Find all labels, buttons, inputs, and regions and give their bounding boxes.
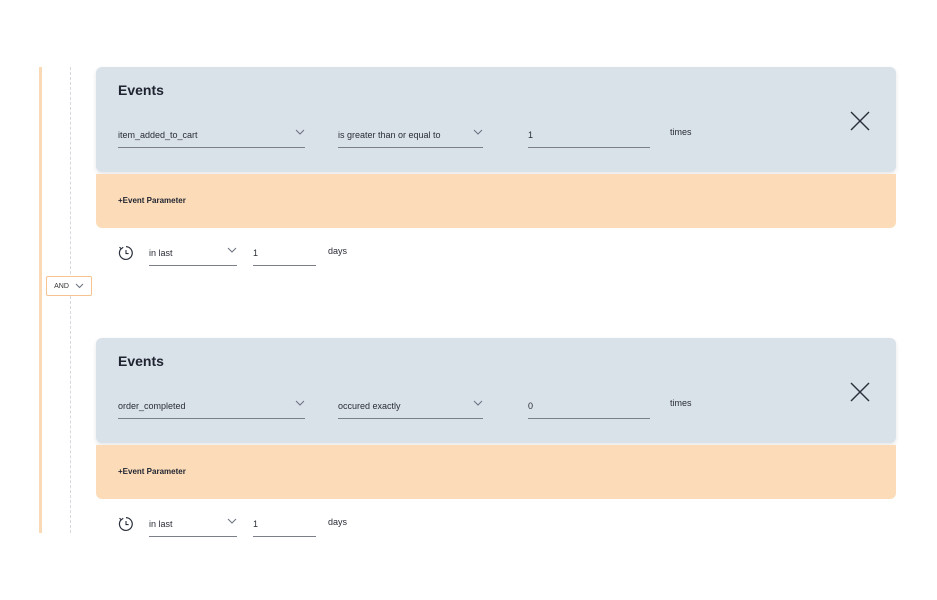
chevron-down-icon: [227, 247, 237, 253]
event-name-select[interactable]: order_completed: [118, 398, 305, 419]
history-clock-icon: [118, 244, 134, 262]
chevron-down-icon: [295, 400, 305, 406]
time-unit-label: days: [328, 246, 348, 256]
and-or-selector[interactable]: AND: [46, 276, 92, 296]
chevron-down-icon: [295, 129, 305, 135]
event-name-value: item_added_to_cart: [118, 130, 198, 140]
group-connector-line: [70, 67, 71, 533]
time-operator-value: in last: [149, 519, 173, 529]
group-rail: [39, 67, 42, 533]
events-panel: Events order_completed occured exactly 0…: [96, 338, 896, 443]
time-value-input[interactable]: 1: [253, 516, 316, 537]
operator-select[interactable]: occured exactly: [338, 398, 483, 419]
event-parameter-panel: +Event Parameter: [96, 174, 896, 228]
chevron-down-icon: [473, 129, 483, 135]
count-unit-label: times: [670, 398, 692, 408]
operator-value: is greater than or equal to: [338, 130, 441, 140]
events-panel: Events item_added_to_cart is greater tha…: [96, 67, 896, 172]
event-parameter-panel: +Event Parameter: [96, 445, 896, 499]
time-unit-label: days: [328, 517, 348, 527]
events-title: Events: [118, 82, 164, 98]
time-value: 1: [253, 248, 259, 258]
events-title: Events: [118, 353, 164, 369]
history-clock-icon: [118, 515, 134, 533]
chevron-down-icon: [473, 400, 483, 406]
chevron-down-icon: [75, 283, 84, 289]
event-name-select[interactable]: item_added_to_cart: [118, 127, 305, 148]
operator-select[interactable]: is greater than or equal to: [338, 127, 483, 148]
operator-value: occured exactly: [338, 401, 401, 411]
count-input[interactable]: 0: [528, 398, 650, 419]
close-icon[interactable]: [848, 380, 872, 404]
time-operator-select[interactable]: in last: [149, 516, 237, 537]
chevron-down-icon: [227, 518, 237, 524]
time-value: 1: [253, 519, 259, 529]
time-operator-select[interactable]: in last: [149, 245, 237, 266]
close-icon[interactable]: [848, 109, 872, 133]
and-or-label: AND: [54, 282, 69, 290]
event-name-value: order_completed: [118, 401, 186, 411]
time-value-input[interactable]: 1: [253, 245, 316, 266]
count-value: 0: [528, 401, 534, 411]
time-operator-value: in last: [149, 248, 173, 258]
count-unit-label: times: [670, 127, 692, 137]
count-input[interactable]: 1: [528, 127, 650, 148]
add-event-parameter-button[interactable]: +Event Parameter: [118, 467, 186, 476]
add-event-parameter-button[interactable]: +Event Parameter: [118, 196, 186, 205]
count-value: 1: [528, 130, 534, 140]
